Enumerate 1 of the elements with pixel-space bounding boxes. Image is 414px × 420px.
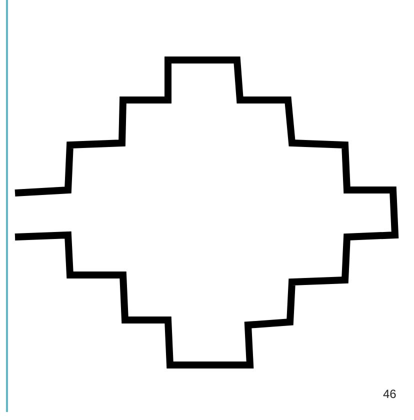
page-number: 46 (383, 387, 396, 401)
